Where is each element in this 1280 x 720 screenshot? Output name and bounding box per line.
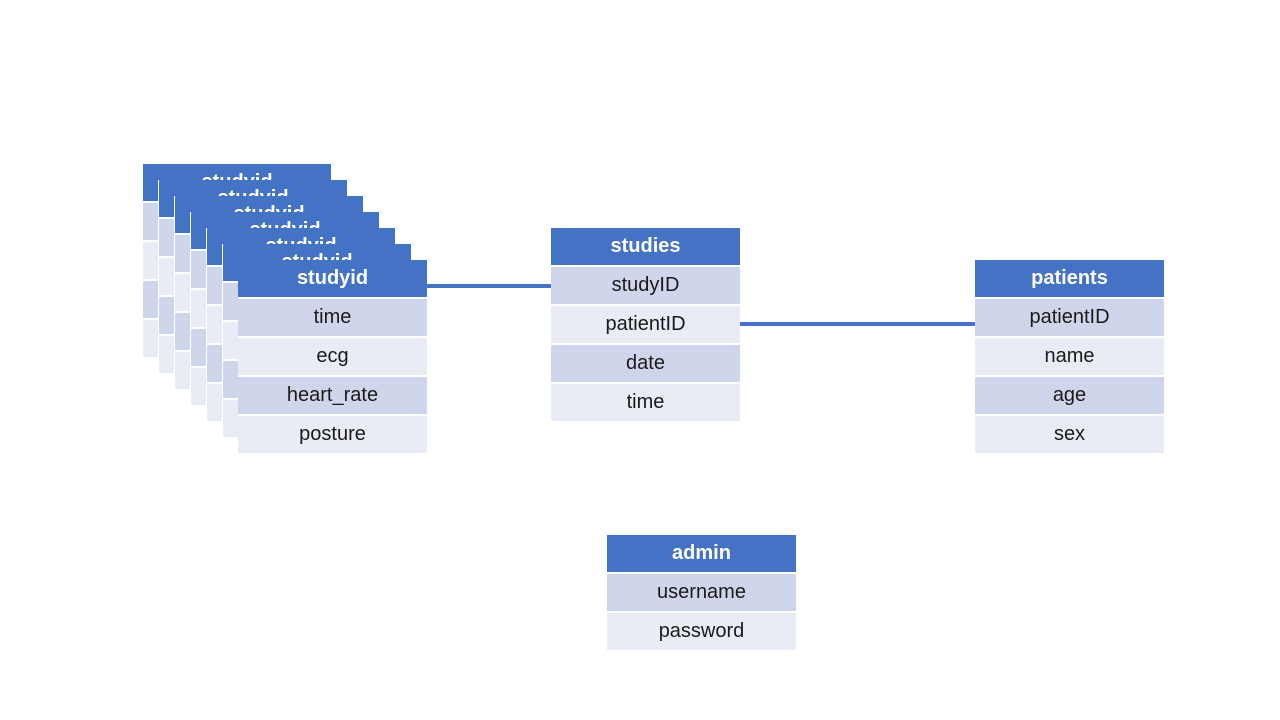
patients-table: patients patientID name age sex	[975, 260, 1164, 455]
patients-table-header: patients	[975, 260, 1164, 299]
studyid-field-time: time	[238, 299, 427, 338]
studyid-field-ecg: ecg	[238, 338, 427, 377]
admin-table-header: admin	[607, 535, 796, 574]
connector-studyid-studies	[427, 284, 551, 288]
patients-field-sex: sex	[975, 416, 1164, 455]
studyid-field-heart-rate: heart_rate	[238, 377, 427, 416]
studies-table: studies studyID patientID date time	[551, 228, 740, 423]
patients-field-age: age	[975, 377, 1164, 416]
patients-field-patientid: patientID	[975, 299, 1164, 338]
connector-studies-patients	[740, 322, 975, 326]
studies-table-header: studies	[551, 228, 740, 267]
admin-table: admin username password	[607, 535, 796, 652]
studies-field-patientid: patientID	[551, 306, 740, 345]
studies-field-studyid: studyID	[551, 267, 740, 306]
studyid-table-header: studyid	[238, 260, 427, 299]
admin-field-password: password	[607, 613, 796, 652]
studies-field-date: date	[551, 345, 740, 384]
admin-field-username: username	[607, 574, 796, 613]
studyid-table: studyid time ecg heart_rate posture	[238, 260, 427, 455]
studyid-field-posture: posture	[238, 416, 427, 455]
studies-field-time: time	[551, 384, 740, 423]
patients-field-name: name	[975, 338, 1164, 377]
